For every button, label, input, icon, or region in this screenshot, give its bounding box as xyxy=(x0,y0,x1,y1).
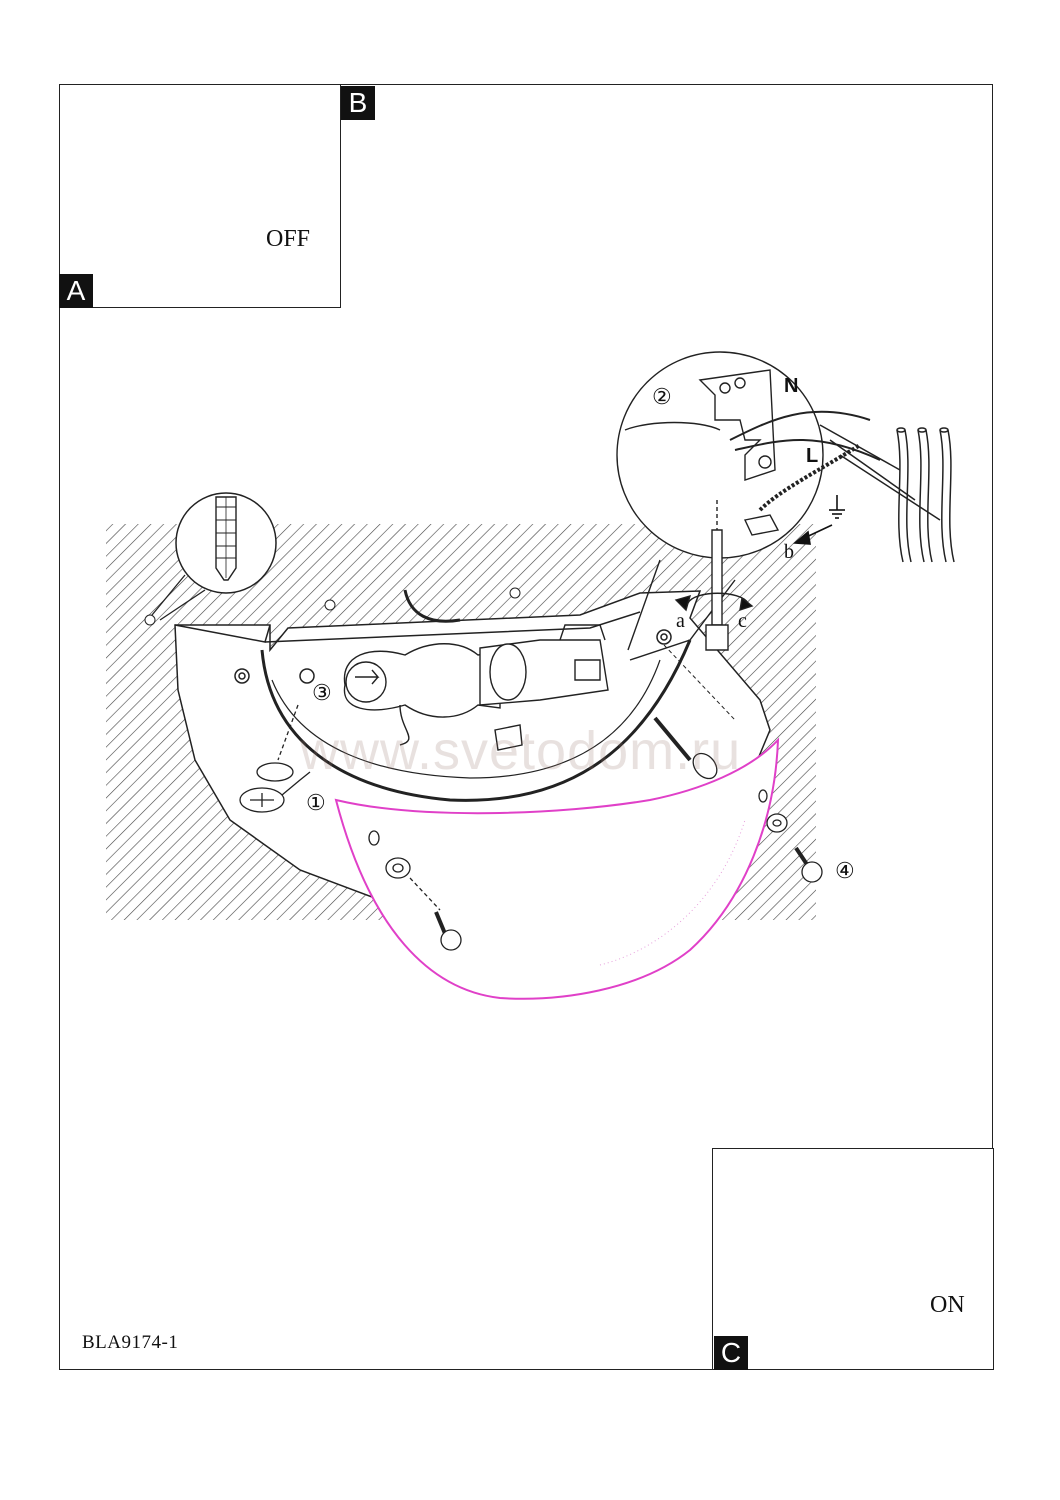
callout-labels: ① ② ③ ④ a b c N L xyxy=(306,375,855,883)
step-tag-c: C xyxy=(714,1336,748,1370)
callout-2: ② xyxy=(652,384,672,409)
callout-c: c xyxy=(738,610,747,632)
callout-4: ④ xyxy=(835,858,855,883)
step-tag-b: B xyxy=(341,86,375,120)
power-off-step-panel xyxy=(59,84,341,308)
document-code: BLA9174-1 xyxy=(82,1332,179,1353)
callout-3: ③ xyxy=(312,680,332,705)
mounting-screws xyxy=(239,644,736,813)
off-label: OFF xyxy=(266,226,311,252)
glass-shade xyxy=(334,737,823,1000)
on-label: ON xyxy=(930,1292,965,1318)
page-frame xyxy=(59,84,993,1370)
callout-a: a xyxy=(676,610,685,632)
wall-plug-detail xyxy=(144,492,521,626)
watermark: www.svetodom.ru xyxy=(300,721,742,781)
screwdriver xyxy=(674,500,754,651)
step-tag-a: A xyxy=(59,274,93,308)
power-on-step-panel xyxy=(712,1148,994,1370)
connection-arrows xyxy=(792,495,845,545)
supply-cables xyxy=(819,424,955,563)
neutral-wire-label: N xyxy=(784,375,798,397)
wiring-detail xyxy=(616,351,881,661)
callout-1: ① xyxy=(306,790,326,815)
callout-b: b xyxy=(784,541,794,563)
live-wire-label: L xyxy=(806,445,818,467)
bulb-and-socket xyxy=(343,589,609,751)
